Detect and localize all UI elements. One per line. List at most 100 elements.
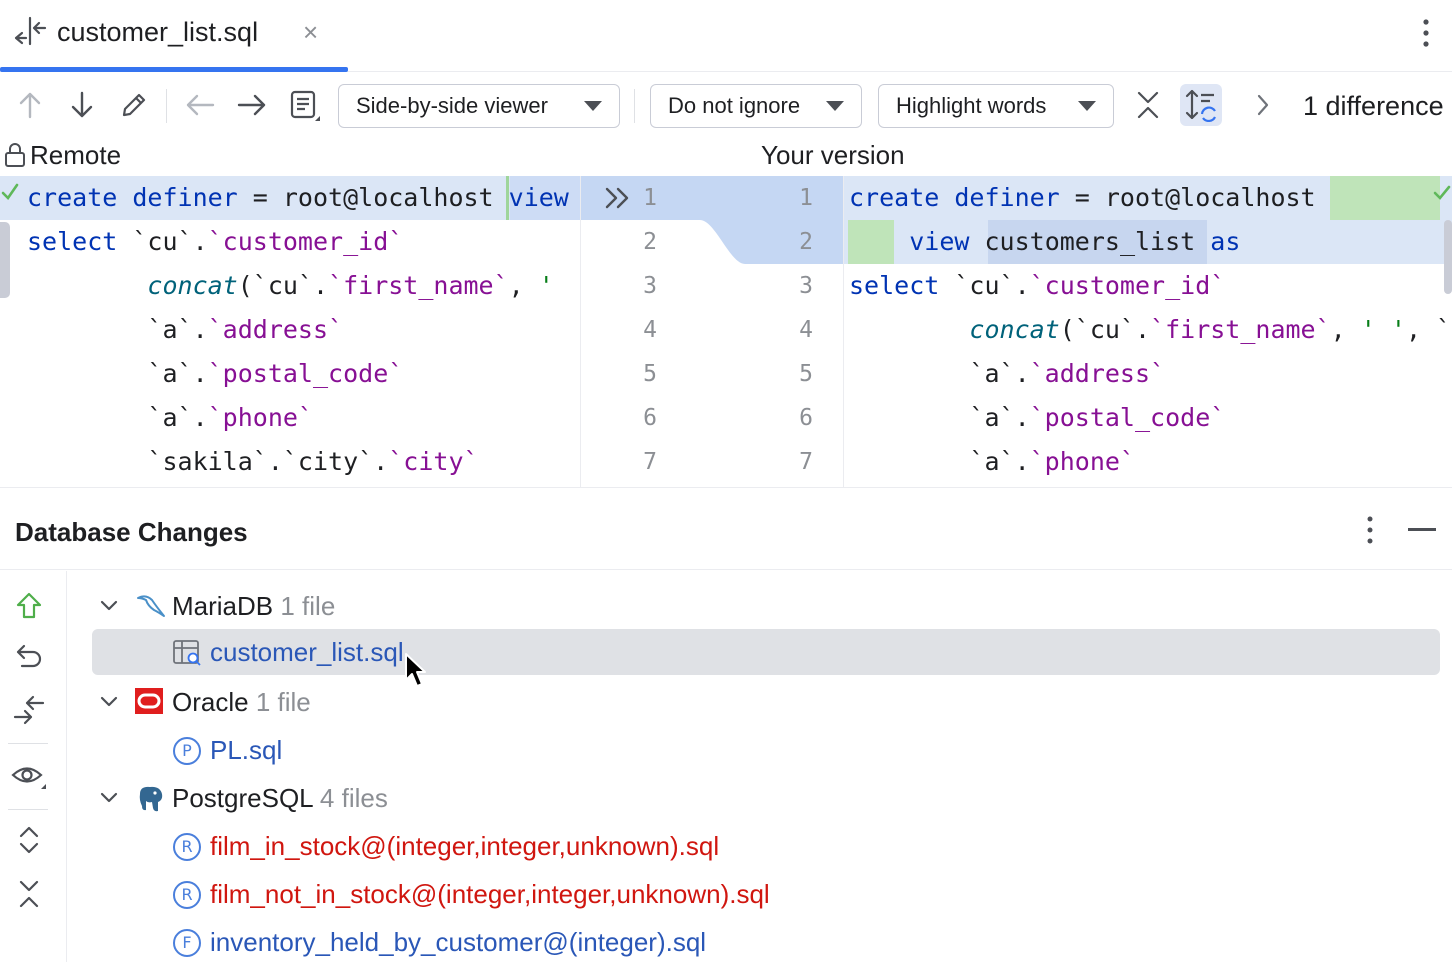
rail-separator [8, 809, 48, 810]
edit-pencil-icon[interactable] [117, 88, 151, 122]
chevron-right-icon[interactable] [1246, 88, 1280, 122]
group-label: PostgreSQL 4 files [172, 783, 388, 813]
code-token: `a`. [27, 315, 208, 344]
code-token: `customer_id` [1029, 271, 1226, 300]
compare-arrows-icon[interactable] [10, 691, 48, 729]
viewer-mode-value: Side-by-side viewer [356, 93, 548, 118]
left-line-number: 3 [643, 273, 657, 299]
left-code-line: concat(`cu`.`first_name`, ' [27, 264, 553, 308]
left-line-number: 6 [643, 405, 657, 431]
right-line-number: 1 [799, 185, 813, 211]
panel-title: Database Changes [15, 517, 248, 547]
left-pane-title: Remote [30, 140, 122, 170]
right-line-number: 6 [799, 405, 813, 431]
file-name: film_in_stock@(integer,integer,unknown).… [210, 831, 720, 861]
editor-tab-bar: customer_list.sql × [0, 0, 1452, 72]
group-oracle[interactable]: Oracle 1 file [92, 679, 1440, 725]
code-token: create [849, 183, 955, 212]
code-token: , [1330, 315, 1361, 344]
code-token: = root@localhost [252, 183, 509, 212]
procedure-badge-icon: P [173, 737, 201, 765]
previous-difference-icon[interactable] [13, 88, 47, 122]
right-code-line: view customers_list as [849, 220, 1240, 264]
group-mariadb[interactable]: MariaDB 1 file [92, 583, 1440, 629]
file-row-customer-list[interactable]: customer_list.sql [92, 629, 1440, 675]
forward-arrow-icon[interactable] [235, 88, 269, 122]
revert-icon[interactable] [10, 637, 48, 675]
code-token: `phone` [1029, 447, 1135, 476]
code-token: concat [969, 315, 1060, 344]
left-code-line: `sakila`.`city`.`city` [27, 440, 478, 484]
file-row-inventory-held[interactable]: F inventory_held_by_customer@(integer).s… [92, 919, 1440, 962]
chevron-down-icon[interactable] [100, 597, 118, 615]
eye-icon[interactable] [10, 757, 48, 795]
collapse-all-icon[interactable] [10, 875, 48, 913]
code-token: `a`. [849, 359, 1030, 388]
mariadb-seal-icon [137, 595, 165, 617]
left-code-line: `a`.`address` [27, 308, 343, 352]
right-code-line: concat(`cu`.`first_name`, ' ', ` [849, 308, 1451, 352]
tab-title: customer_list.sql [57, 17, 259, 47]
apply-change-icon[interactable] [604, 186, 632, 210]
routine-badge-icon: R [173, 881, 201, 909]
code-token: view [508, 183, 569, 212]
right-line-number: 4 [799, 317, 813, 343]
tab-customer-list[interactable]: customer_list.sql × [0, 0, 348, 72]
right-pane-border [843, 176, 844, 487]
group-postgresql[interactable]: PostgreSQL 4 files [92, 775, 1440, 821]
right-code-line: `a`.`address` [849, 352, 1165, 396]
right-inserted-block [1330, 176, 1440, 220]
code-token [849, 227, 909, 256]
code-token: select [27, 227, 133, 256]
viewer-mode-dropdown[interactable]: Side-by-side viewer [338, 84, 620, 128]
diff-connector [580, 176, 844, 264]
next-difference-icon[interactable] [65, 88, 99, 122]
check-icon [1433, 185, 1451, 200]
code-token: as [1210, 227, 1241, 256]
collapse-unchanged-icon[interactable] [1131, 88, 1165, 122]
left-scrollbar-thumb[interactable] [0, 222, 10, 298]
document-settings-icon[interactable] [287, 88, 321, 122]
sync-scroll-icon[interactable] [1180, 84, 1222, 126]
right-word-highlight [988, 220, 1207, 264]
ignore-mode-dropdown[interactable]: Do not ignore [650, 84, 862, 128]
chevron-down-icon[interactable] [100, 693, 118, 711]
code-token: `cu`. [954, 271, 1030, 300]
code-token: (`cu`. [1059, 315, 1151, 344]
file-name: customer_list.sql [210, 637, 404, 667]
right-scrollbar-thumb[interactable] [1444, 220, 1452, 294]
close-icon[interactable]: × [303, 17, 319, 47]
left-line-number: 5 [643, 361, 657, 387]
push-up-arrow-icon[interactable] [10, 587, 48, 625]
chevron-down-icon [584, 101, 602, 111]
left-inserted-marker [506, 176, 509, 220]
right-inserted-block [848, 220, 894, 264]
right-code-line: `a`.`postal_code` [849, 396, 1225, 440]
chevron-down-icon[interactable] [100, 789, 118, 807]
back-arrow-icon[interactable] [183, 88, 217, 122]
changes-action-rail [0, 571, 67, 962]
highlight-mode-dropdown[interactable]: Highlight words [878, 84, 1114, 128]
more-vertical-icon[interactable] [1412, 16, 1440, 50]
file-row-film-not-in-stock[interactable]: R film_not_in_stock@(integer,integer,unk… [92, 871, 1440, 917]
code-token: , ` [1405, 315, 1452, 344]
highlight-mode-value: Highlight words [896, 93, 1047, 118]
right-line-number: 2 [799, 229, 813, 255]
routine-badge-icon: R [173, 833, 201, 861]
code-token: ' ' [1360, 315, 1406, 344]
code-token: `sakila`.`city`. [27, 447, 389, 476]
right-line-number: 3 [799, 273, 813, 299]
code-token: `address` [1029, 359, 1166, 388]
expand-all-icon[interactable] [10, 821, 48, 859]
minimize-icon[interactable] [1408, 528, 1436, 531]
code-token: definer [954, 183, 1075, 212]
file-row-film-in-stock[interactable]: R film_in_stock@(integer,integer,unknown… [92, 823, 1440, 869]
code-token: concat [147, 271, 238, 300]
code-token: customers_list [984, 227, 1211, 256]
code-token: , [508, 271, 539, 300]
code-token: `cu`. [132, 227, 208, 256]
active-tab-indicator [0, 67, 348, 72]
file-row-pl[interactable]: P PL.sql [92, 727, 1440, 773]
more-vertical-icon[interactable] [1358, 514, 1382, 546]
